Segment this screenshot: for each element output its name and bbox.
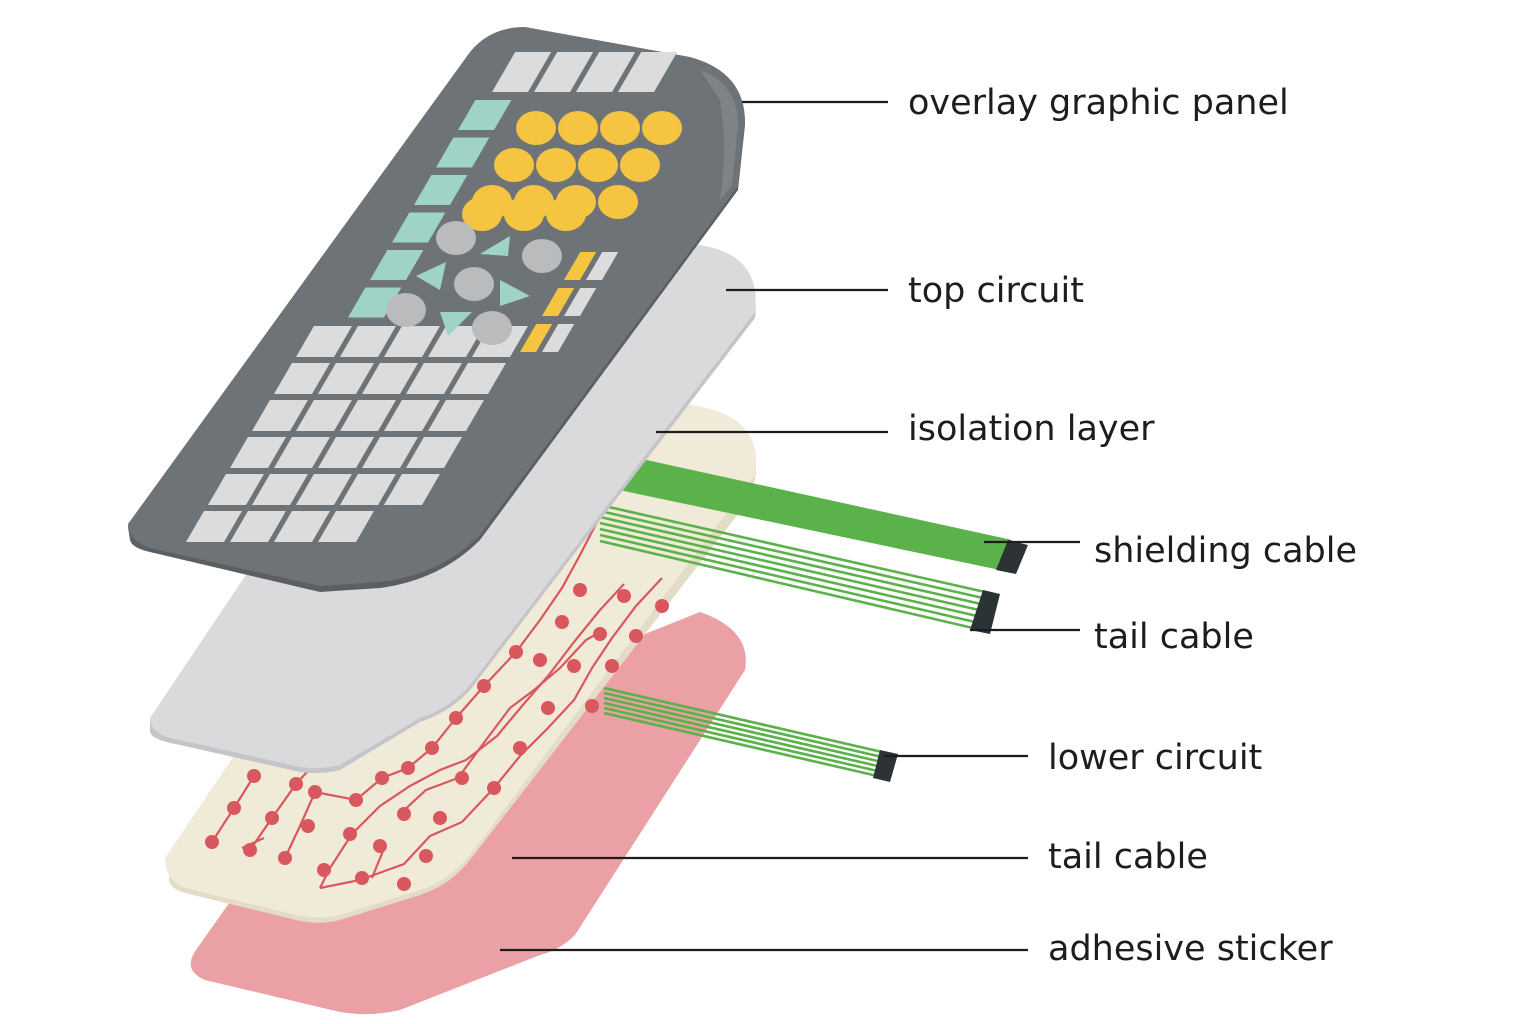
light-strip-key: [564, 288, 597, 316]
yellow-number-key: [578, 148, 618, 182]
alphanumeric-key: [296, 474, 352, 505]
top-function-key: [618, 52, 678, 92]
overlay-light-keys: [186, 52, 678, 542]
label-tail-cable-upper: tail cable: [1094, 617, 1254, 657]
upper-tail-connector: [970, 590, 1000, 634]
alphanumeric-key: [296, 400, 352, 431]
light-strip-key: [586, 252, 619, 280]
alphanumeric-key: [362, 363, 418, 394]
alphanumeric-key: [274, 437, 330, 468]
label-shielding-cable: shielding cable: [1094, 531, 1357, 571]
teal-function-key: [370, 250, 424, 280]
yellow-number-key: [620, 148, 660, 182]
upper-tail-cable: [599, 503, 986, 630]
alphanumeric-key: [208, 474, 264, 505]
alphanumeric-key: [186, 511, 242, 542]
alphanumeric-key: [362, 437, 418, 468]
nav-gray-key: [472, 311, 512, 345]
yellow-number-key: [504, 197, 544, 231]
alphanumeric-key: [230, 511, 286, 542]
nav-left-arrow-key: [416, 262, 446, 290]
label-adhesive-sticker: adhesive sticker: [1048, 929, 1333, 969]
top-function-key: [576, 52, 636, 92]
alphanumeric-key: [274, 511, 330, 542]
top-function-key: [492, 52, 552, 92]
yellow-number-key: [598, 185, 638, 219]
alphanumeric-key: [384, 326, 440, 357]
label-overlay-graphic-panel: overlay graphic panel: [908, 83, 1289, 123]
yellow-number-key: [536, 148, 576, 182]
yellow-number-key: [462, 197, 502, 231]
shielding-cable: [600, 452, 1028, 574]
alphanumeric-key: [384, 400, 440, 431]
label-top-circuit: top circuit: [908, 271, 1084, 311]
teal-function-key: [414, 175, 468, 205]
alphanumeric-key: [340, 326, 396, 357]
yellow-number-key: [642, 111, 682, 145]
teal-function-key: [436, 137, 490, 168]
alphanumeric-key: [230, 437, 286, 468]
overlay-teal-keys: [348, 100, 512, 318]
label-lower-circuit: lower circuit: [1048, 738, 1262, 778]
yellow-strip-key: [520, 324, 553, 352]
yellow-number-key: [494, 148, 534, 182]
nav-right-arrow-key: [500, 280, 530, 306]
teal-function-key: [392, 212, 446, 243]
alphanumeric-key: [252, 400, 308, 431]
yellow-number-key: [546, 197, 586, 231]
label-tail-cable-lower: tail cable: [1048, 837, 1208, 877]
alphanumeric-key: [318, 363, 374, 394]
alphanumeric-key: [274, 363, 330, 394]
yellow-strip-key: [542, 288, 575, 316]
yellow-number-key: [516, 111, 556, 145]
nav-gray-key: [386, 293, 426, 327]
callout-labels: overlay graphic panel top circuit isolat…: [908, 83, 1357, 969]
lower-tail-connector: [873, 750, 898, 782]
light-strip-key: [542, 324, 575, 352]
alphanumeric-key: [252, 474, 308, 505]
top-function-key: [534, 52, 594, 92]
nav-gray-key: [436, 221, 476, 255]
overlay-yellow-keys: [462, 111, 682, 352]
overlay-navigation-keys: [386, 221, 562, 345]
yellow-strip-key: [564, 252, 597, 280]
nav-gray-key: [454, 267, 494, 301]
alphanumeric-key: [406, 437, 462, 468]
alphanumeric-key: [318, 437, 374, 468]
alphanumeric-key: [296, 326, 352, 357]
nav-gray-key: [522, 239, 562, 273]
alphanumeric-key: [406, 363, 462, 394]
teal-function-key: [458, 100, 512, 130]
alphanumeric-key: [428, 400, 484, 431]
yellow-number-key: [600, 111, 640, 145]
alphanumeric-key: [428, 326, 484, 357]
nav-down-arrow-key: [440, 312, 472, 336]
label-isolation-layer: isolation layer: [908, 409, 1155, 449]
alphanumeric-key: [318, 511, 374, 542]
yellow-number-key: [558, 111, 598, 145]
lower-tail-cable: [603, 686, 883, 779]
nav-up-arrow-key: [480, 236, 510, 256]
alphanumeric-key: [384, 474, 440, 505]
alphanumeric-key: [450, 363, 506, 394]
alphanumeric-key: [340, 474, 396, 505]
leader-lines: [500, 100, 1080, 952]
alphanumeric-key: [340, 400, 396, 431]
